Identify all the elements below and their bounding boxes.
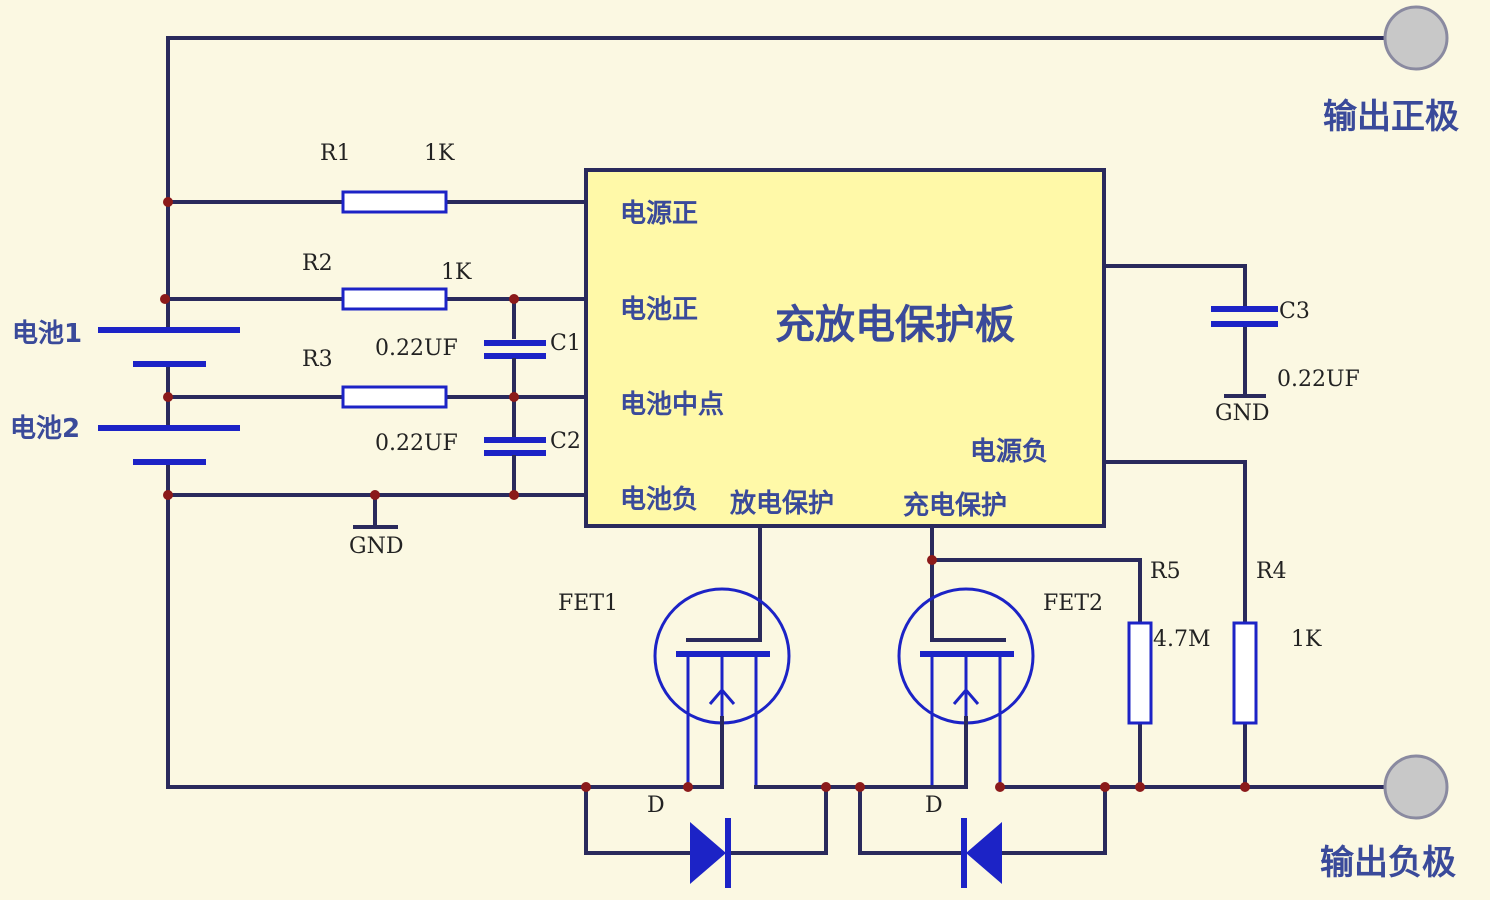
- top-rail-wires: [166, 36, 1387, 332]
- junction-dots: [160, 197, 1250, 792]
- battery-1-label: 电池1: [12, 319, 82, 349]
- pin-battery-positive: 电池正: [620, 295, 698, 325]
- capacitor-c1: [484, 340, 546, 359]
- r1-value: 1K: [424, 141, 455, 166]
- battery-1: [98, 327, 240, 367]
- capacitor-c3: [1211, 306, 1278, 327]
- capacitor-c2: [484, 437, 546, 456]
- output-negative-label: 输出负极: [1320, 843, 1456, 883]
- resistor-r5: [1127, 621, 1153, 725]
- c3-value: 0.22UF: [1277, 367, 1360, 392]
- diode-d1-wires: [584, 785, 828, 855]
- r3-label: R3: [302, 347, 333, 372]
- battery-2-label: 电池2: [10, 414, 80, 444]
- pin-battery-midpoint: 电池中点: [620, 389, 724, 420]
- r2-value: 1K: [441, 260, 472, 285]
- diode-d1-label: D: [647, 793, 665, 818]
- fet1-label: FET1: [558, 591, 618, 616]
- output-positive-terminal: [1383, 5, 1449, 71]
- mosfet-fet1: [653, 587, 791, 787]
- gnd-right-label: GND: [1215, 401, 1269, 426]
- diode-d1: [690, 818, 731, 888]
- r5-wires: [930, 524, 1142, 789]
- fet2-label: FET2: [1043, 591, 1103, 616]
- resistor-r2: [341, 287, 448, 311]
- resistor-r1: [341, 190, 448, 214]
- r5-value: 4.7M: [1153, 627, 1211, 652]
- c2-value: 0.22UF: [375, 431, 458, 456]
- pin-power-positive: 电源正: [620, 199, 698, 229]
- pin-charge-protection: 充电保护: [903, 490, 1007, 521]
- r5-label: R5: [1150, 559, 1181, 584]
- r1-label: R1: [320, 141, 351, 166]
- diode-d2-label: D: [925, 793, 943, 818]
- r4-value: 1K: [1291, 627, 1322, 652]
- r4-label: R4: [1256, 559, 1287, 584]
- resistor-r4: [1232, 621, 1258, 725]
- c3-label: C3: [1279, 299, 1310, 324]
- c1-value: 0.22UF: [375, 336, 458, 361]
- c1-label: C1: [550, 331, 581, 356]
- battery-2: [98, 425, 240, 465]
- c2-label: C2: [550, 429, 581, 454]
- pin-discharge-protection: 放电保护: [729, 488, 834, 519]
- pin-power-negative: 电源负: [970, 437, 1048, 467]
- protection-board: [584, 168, 1106, 528]
- output-positive-label: 输出正极: [1323, 97, 1459, 137]
- pin-battery-negative: 电池负: [620, 485, 698, 515]
- r4-wires: [1102, 460, 1247, 789]
- output-negative-terminal: [1383, 754, 1449, 820]
- diode-d2: [961, 818, 1002, 888]
- board-title: 充放电保护板: [775, 302, 1015, 348]
- resistor-r3: [341, 385, 448, 409]
- ground-symbol-left: [353, 493, 398, 529]
- r2-label: R2: [302, 251, 333, 276]
- gnd-left-label: GND: [349, 534, 403, 559]
- diode-d2-wires: [858, 785, 1107, 855]
- c3-wires: [1102, 264, 1266, 398]
